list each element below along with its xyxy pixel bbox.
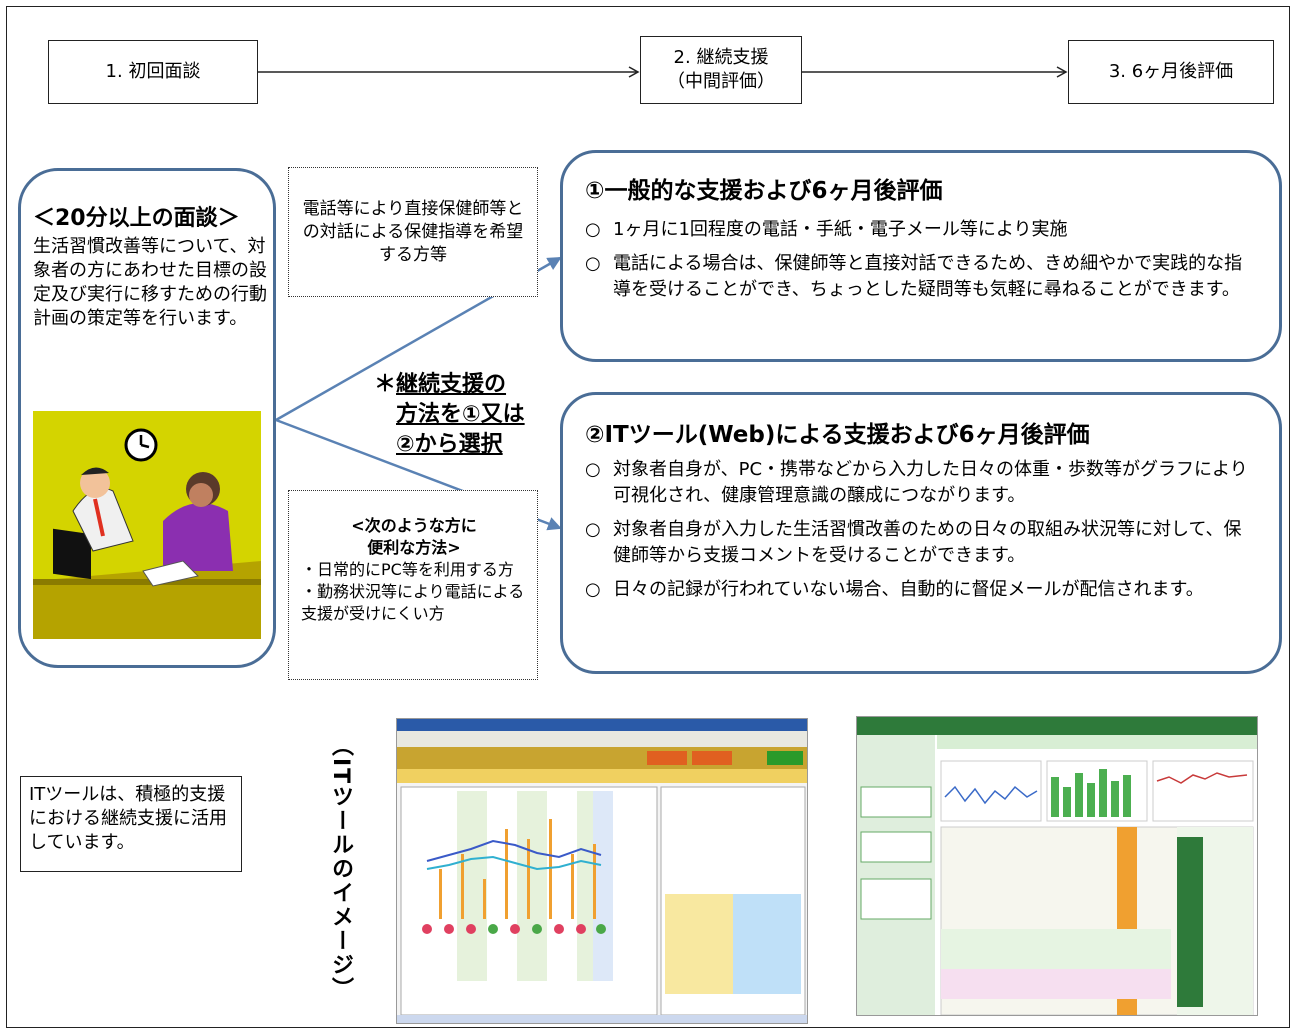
selection-line-2: 方法を①又は [396,402,525,427]
method2-title: ②ITツール(Web)による支援および6ヶ月後評価 [585,422,1090,448]
selection-line-1: 継続支援の [396,372,507,397]
bullet-mark: ○ [585,579,601,600]
it-support-note: <次のような方に 便利な方法> ・日常的にPC等を利用する方 ・勤務状況等により… [288,490,538,680]
meeting-clipart [33,411,261,639]
selection-line-3: ②から選択 [396,432,503,457]
phone-support-note: 電話等により直接保健師等との対話による保健指導を希望する方等 [288,167,538,297]
method1-box: ①一般的な支援および6ヶ月後評価 ○ 1ヶ月に1回程度の電話・手紙・電子メール等に… [560,150,1282,362]
it-note-title-1: <次のような方に [351,516,477,535]
bullet-mark: ○ [585,459,601,480]
method2-bullet-text: 日々の記録が行われていない場合、自動的に督促メールが配信されます。 [613,579,1204,600]
phone-support-note-text: 電話等により直接保健師等との対話による保健指導を希望する方等 [302,198,524,265]
method2-bullet-text: 対象者自身が、PC・携帯などから入力した日々の体重・歩数等がグラフにより可視化さ… [613,459,1248,506]
bullet-mark: ○ [585,519,601,540]
it-tool-screenshot-2 [856,716,1258,1016]
method1-bullet: ○ 1ヶ月に1回程度の電話・手紙・電子メール等により実施 [585,217,1255,243]
interview-box: ＜20分以上の面談＞ 生活習慣改善等について、対象者の方にあわせた目標の設定及び… [18,168,276,668]
asterisk: ＊ [374,372,397,397]
method-selection-label: ＊継続支援の 方法を①又は ②から選択 [374,370,525,460]
it-usage-text: ITツールは、積極的支援における継続支援に活用しています。 [29,784,227,853]
step-initial-interview: 1. 初回面談 [48,40,258,104]
bullet-mark: ○ [585,219,601,240]
interview-body: 生活習慣改善等について、対象者の方にあわせた目標の設定及び実行に移すための行動計… [33,236,267,329]
method1-bullet: ○ 電話による場合は、保健師等と直接対話できるため、きめ細やかで実践的な指導を受け… [585,251,1255,303]
method2-bullet: ○ 対象者自身が入力した生活習慣改善のための日々の取組み状況等に対して、保健師等か… [585,517,1255,569]
step-2-sublabel: （中間評価） [667,71,775,92]
diagram-frame [6,6,1290,1028]
step-3-label: 3. 6ヶ月後評価 [1108,61,1234,82]
method2-box: ②ITツール(Web)による支援および6ヶ月後評価 ○ 対象者自身が、PC・携帯な… [560,392,1282,674]
screenshot-1-image [397,719,807,1023]
step-2-label: 2. 継続支援 [673,47,769,68]
it-usage-box: ITツールは、積極的支援における継続支援に活用しています。 [20,776,242,872]
step-1-label: 1. 初回面談 [105,61,201,82]
bullet-mark: ○ [585,253,601,274]
method2-bullet: ○ 対象者自身が、PC・携帯などから入力した日々の体重・歩数等がグラフにより可視化… [585,457,1255,509]
interview-title: ＜20分以上の面談＞ [33,206,240,231]
it-note-title-2: 便利な方法> [367,538,461,557]
step-6month-evaluation: 3. 6ヶ月後評価 [1068,40,1274,104]
method1-title: ①一般的な支援および6ヶ月後評価 [585,178,943,204]
it-tool-image-label: （ITツールのイメージ） [328,734,353,1002]
method1-bullet-text: 1ヶ月に1回程度の電話・手紙・電子メール等により実施 [613,219,1068,240]
method2-bullet-text: 対象者自身が入力した生活習慣改善のための日々の取組み状況等に対して、保健師等から… [613,519,1242,566]
it-tool-screenshot-1 [396,718,808,1024]
screenshot-2-image [857,717,1257,1015]
method2-bullet: ○ 日々の記録が行われていない場合、自動的に督促メールが配信されます。 [585,577,1255,603]
it-note-item: ・日常的にPC等を利用する方 [301,560,514,579]
method1-bullet-text: 電話による場合は、保健師等と直接対話できるため、きめ細やかで実践的な指導を受ける… [613,253,1243,300]
it-note-item: ・勤務状況等により電話による支援が受けにくい方 [301,582,525,623]
step-continuous-support: 2. 継続支援 （中間評価） [640,36,802,104]
